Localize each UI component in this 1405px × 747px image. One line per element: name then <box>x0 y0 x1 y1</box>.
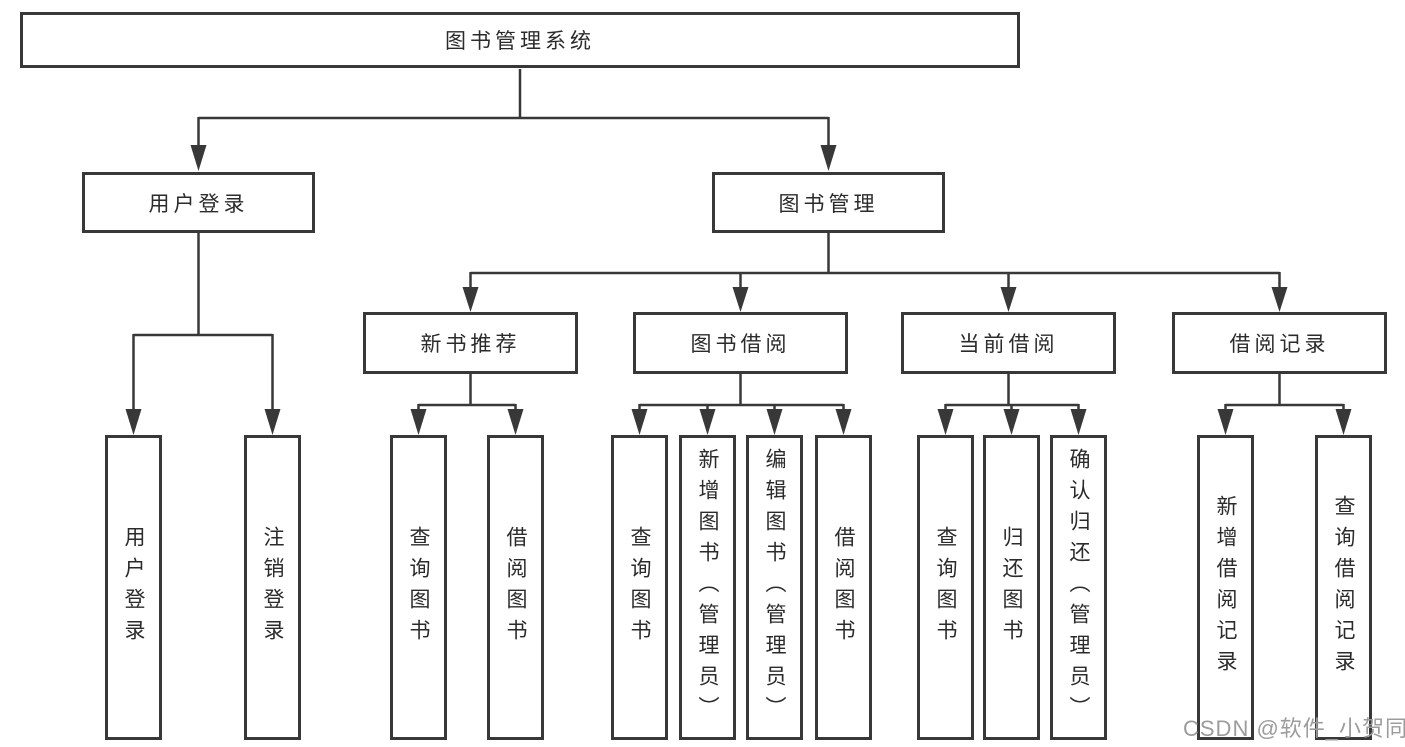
leaf-recommend-borrow-books: 借阅图书 <box>487 435 544 740</box>
leaf-borrowing-borrow-books: 借阅图书 <box>815 435 872 740</box>
node-current-borrowing: 当前借阅 <box>901 312 1116 374</box>
leaf-label: 新增图书（管理员） <box>696 448 719 727</box>
arrowhead <box>766 409 783 435</box>
leaf-current-return-books: 归还图书 <box>983 435 1040 740</box>
leaf-label: 注销登录 <box>261 525 284 650</box>
node-book-management: 图书管理 <box>712 172 945 233</box>
arrowhead <box>937 409 954 435</box>
arrowhead <box>1335 409 1352 435</box>
leaf-label: 用户登录 <box>122 525 145 650</box>
connector-borrowing-records-split <box>1217 373 1352 435</box>
arrowhead <box>835 409 852 435</box>
leaf-label: 查询借阅记录 <box>1332 494 1355 681</box>
leaf-current-query-books: 查询图书 <box>917 435 974 740</box>
connector-current-borrowing-split <box>937 373 1087 435</box>
leaf-current-confirm-return-admin: 确认归还（管理员） <box>1050 435 1107 740</box>
node-borrowing-records: 借阅记录 <box>1172 312 1387 374</box>
leaf-label: 编辑图书（管理员） <box>763 448 786 727</box>
leaf-borrowing-edit-books-admin: 编辑图书（管理员） <box>746 435 803 740</box>
leaf-borrowing-add-books-admin: 新增图书（管理员） <box>679 435 736 740</box>
leaf-label: 查询图书 <box>934 525 957 650</box>
node-new-book-recommend: 新书推荐 <box>363 312 578 374</box>
arrowhead <box>1000 287 1017 312</box>
arrowhead <box>1217 409 1234 435</box>
arrowhead <box>1003 409 1020 435</box>
leaf-records-query-record: 查询借阅记录 <box>1315 435 1372 740</box>
node-user-login: 用户登录 <box>82 172 315 233</box>
node-root: 图书管理系统 <box>20 12 1020 68</box>
arrowhead <box>264 409 281 435</box>
connector-new-book-split <box>410 373 524 435</box>
leaf-label: 借阅图书 <box>832 525 855 650</box>
node-book-borrowing: 图书借阅 <box>633 312 848 374</box>
leaf-label: 查询图书 <box>628 525 651 650</box>
connector-book-borrowing-split <box>631 373 852 435</box>
arrowhead <box>1271 287 1288 312</box>
arrowhead <box>732 287 749 312</box>
connector-user-login-split <box>125 232 281 435</box>
arrowhead <box>631 409 648 435</box>
leaf-user-login: 用户登录 <box>105 435 162 740</box>
leaf-label: 新增借阅记录 <box>1214 494 1237 681</box>
leaf-label: 借阅图书 <box>504 525 527 650</box>
leaf-label: 归还图书 <box>1000 525 1023 650</box>
arrowhead <box>699 409 716 435</box>
leaf-borrowing-query-books: 查询图书 <box>611 435 668 740</box>
leaf-recommend-query-books: 查询图书 <box>390 435 447 740</box>
leaf-records-add-record: 新增借阅记录 <box>1197 435 1254 740</box>
leaf-label: 确认归还（管理员） <box>1067 448 1090 727</box>
arrowhead <box>820 145 837 171</box>
arrowhead <box>190 145 207 171</box>
arrowhead <box>462 287 479 312</box>
watermark: CSDN @软件_小贺同学 <box>1183 716 1405 741</box>
leaf-label: 查询图书 <box>407 525 430 650</box>
arrowhead <box>125 409 142 435</box>
arrowhead <box>507 409 524 435</box>
arrowhead <box>1070 409 1087 435</box>
leaf-logout: 注销登录 <box>244 435 301 740</box>
arrowhead <box>410 409 427 435</box>
connector-book-management-split <box>462 232 1288 312</box>
connector-root-split <box>190 69 837 171</box>
